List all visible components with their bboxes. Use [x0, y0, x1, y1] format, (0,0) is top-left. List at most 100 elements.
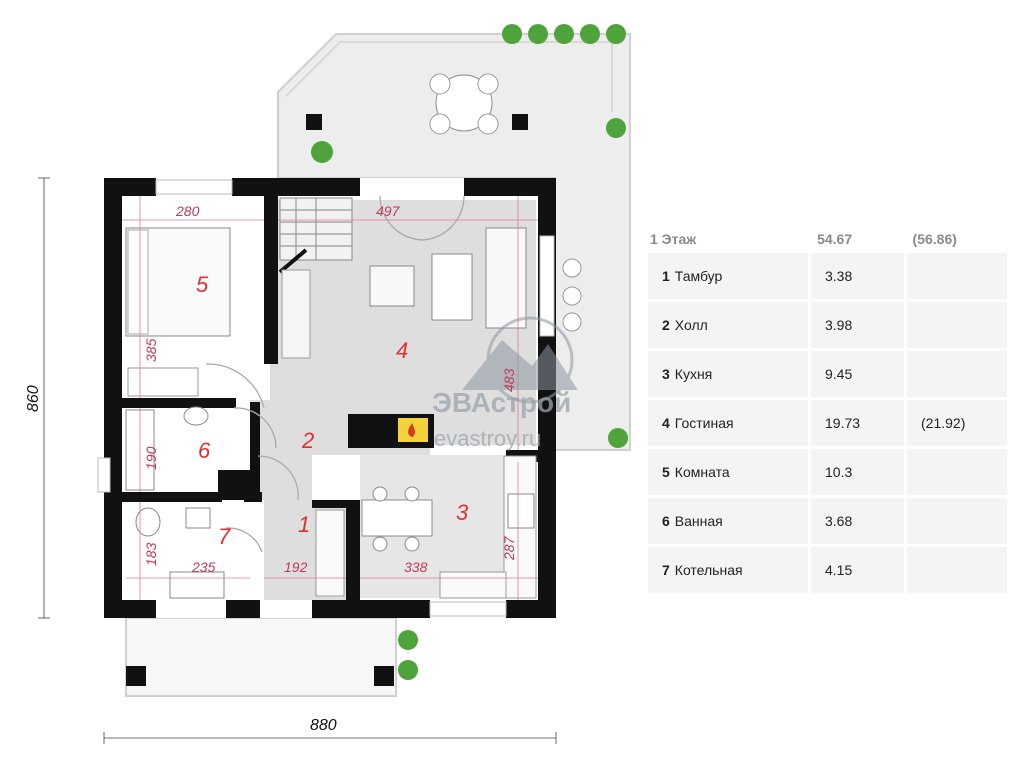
boiler: [185, 507, 211, 529]
room-label: 1: [298, 512, 310, 537]
room-name: Ванная: [674, 513, 723, 529]
coffee-table: [431, 253, 473, 321]
dimension-label: 235: [191, 559, 216, 575]
dimension-label: 497: [376, 203, 401, 219]
kitchen-counter: [439, 571, 507, 599]
dimension-label: 280: [175, 203, 200, 219]
table-header: 1 Этаж 54.67 (56.86): [648, 228, 1010, 250]
porch: [125, 617, 397, 697]
terrace-table: [435, 74, 493, 132]
room-area-total: [907, 351, 1007, 397]
wardrobe: [281, 269, 311, 359]
room-area-total: (21.92): [907, 400, 1007, 446]
floor-area: 54.67: [817, 231, 853, 247]
chair: [477, 113, 499, 135]
dimension-label: 183: [143, 542, 159, 566]
doors: [205, 195, 465, 553]
chair: [372, 486, 388, 502]
room-area-total: [907, 498, 1007, 544]
room-area-total: [907, 253, 1007, 299]
room-label: 7: [218, 524, 231, 549]
dimension-label: 338: [404, 559, 428, 575]
dimension-label: 190: [143, 446, 159, 470]
window: [429, 601, 507, 617]
room-name: Кухня: [674, 366, 713, 382]
room-number: 5: [662, 464, 670, 480]
room-area: 10.3: [811, 449, 904, 495]
stove: [507, 493, 535, 529]
room-area: 4.15: [811, 547, 904, 593]
room-area-total: [907, 302, 1007, 348]
dimension-lines: [122, 196, 538, 600]
vestibule-closet: [315, 509, 345, 597]
dimension-label: 483: [501, 368, 517, 392]
chair: [404, 486, 420, 502]
window: [155, 179, 233, 195]
laundry: [169, 571, 225, 599]
room-area: 9.45: [811, 351, 904, 397]
room-name: Комната: [674, 464, 730, 480]
room-label: 6: [198, 438, 211, 463]
inner-walls: [122, 196, 360, 600]
room-name: Холл: [674, 317, 708, 333]
watermark-url: evastroy.ru: [434, 426, 541, 451]
toilet: [135, 507, 161, 537]
terrace-chairs: [562, 258, 582, 332]
room-label: 2: [301, 428, 314, 453]
room-name: Котельная: [674, 562, 743, 578]
terrace-rail: [285, 41, 613, 112]
dimension-label: 287: [501, 535, 517, 561]
window: [539, 235, 555, 337]
room-number: 1: [662, 268, 670, 284]
dining-table: [361, 499, 433, 537]
floor-area-total: (56.86): [912, 231, 957, 247]
room-area: 19.73: [811, 400, 904, 446]
porch-post: [374, 666, 394, 686]
room-number: 4: [662, 415, 670, 431]
stairs: [278, 197, 353, 274]
watermark-logo: [462, 316, 578, 404]
room-number: 7: [662, 562, 670, 578]
room-area-total: [907, 449, 1007, 495]
overall-dimension-lines: [38, 177, 557, 744]
bedroom-closet: [127, 367, 199, 397]
chair: [429, 113, 451, 135]
sink: [183, 406, 209, 426]
room-area: 3.38: [811, 253, 904, 299]
plant-icon: [311, 24, 628, 680]
room-name: Гостиная: [674, 415, 734, 431]
bed-pillows: [127, 229, 149, 335]
terrace-post: [306, 114, 322, 130]
room-area: 3.98: [811, 302, 904, 348]
terrace-post: [512, 114, 528, 130]
room-label: 4: [396, 338, 408, 363]
chair: [404, 536, 420, 552]
room-number: 6: [662, 513, 670, 529]
room-area-total: [907, 547, 1007, 593]
dimension-label: 192: [284, 559, 308, 575]
porch-post: [126, 666, 146, 686]
watermark-title: ЭВАстрой: [432, 387, 571, 418]
dimension-label: 385: [143, 338, 159, 362]
flame-icon: [408, 423, 416, 437]
armchair: [369, 265, 415, 307]
floor-label: 1 Этаж: [650, 231, 697, 247]
chair: [429, 73, 451, 95]
room-label: 3: [456, 500, 469, 525]
room-label: 5: [196, 272, 209, 297]
sofa: [485, 227, 527, 329]
room-name: Тамбур: [674, 268, 723, 284]
window: [97, 457, 111, 493]
chair: [372, 536, 388, 552]
room-area: 3.68: [811, 498, 904, 544]
overall-height-label: 860: [25, 385, 42, 412]
